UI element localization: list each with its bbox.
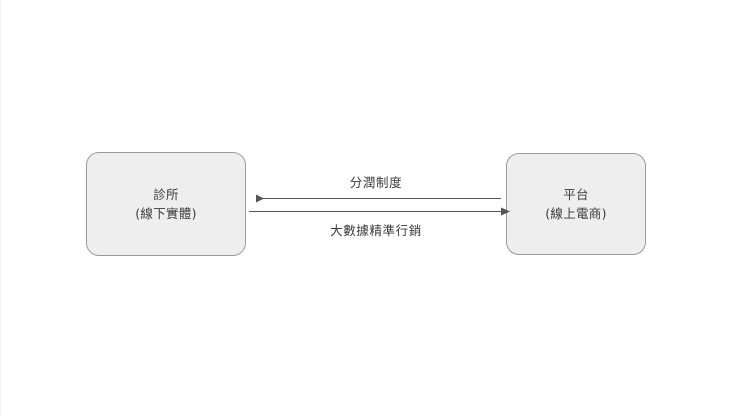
node-platform-title: 平台 (563, 186, 589, 202)
edge-label-bigdata-marketing: 大數據精準行銷 (330, 223, 422, 238)
node-clinic-subtitle: (線下實體) (135, 206, 197, 221)
node-clinic[interactable]: 診所 (線下實體) (86, 152, 246, 256)
edge-label-revenue-share: 分潤制度 (349, 175, 403, 190)
node-platform[interactable]: 平台 (線上電商) (506, 153, 646, 255)
node-platform-subtitle: (線上電商) (545, 206, 607, 221)
node-clinic-title: 診所 (153, 186, 179, 202)
